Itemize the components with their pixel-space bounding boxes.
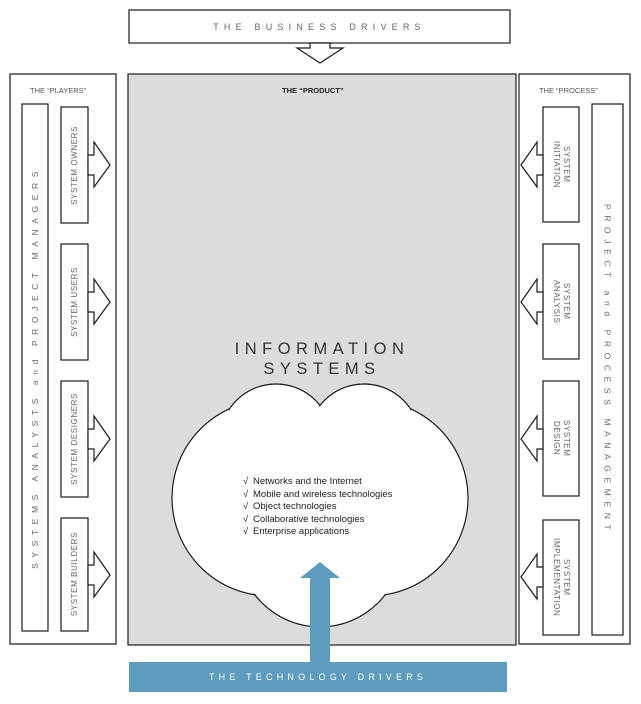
process-side-box <box>591 103 624 636</box>
phase-initiation-line1: SYSTEM <box>562 146 571 183</box>
phase-implementation-line2: IMPLEMENTATION <box>552 538 561 617</box>
list-item: √ Mobile and wireless technologies <box>243 489 392 502</box>
list-item: √ Networks and the Internet <box>243 476 392 489</box>
list-item: √ Enterprise applications <box>243 526 392 539</box>
technology-drivers-arrow <box>300 562 340 662</box>
role-users-box: SYSTEM USERS <box>61 244 88 360</box>
role-owners-box: SYSTEM OWNERS <box>61 107 88 223</box>
phase-implementation <box>520 519 580 636</box>
role-designers-box: SYSTEM DESIGNERS <box>61 381 88 497</box>
role-owners <box>60 106 111 224</box>
list-item-text: Enterprise applications <box>253 526 350 537</box>
title-line-2: SYSTEMS <box>263 360 381 378</box>
phase-analysis <box>520 243 580 360</box>
role-users-label: SYSTEM USERS <box>69 267 79 337</box>
phase-design <box>520 380 580 497</box>
business-drivers-label: THE BUSINESS DRIVERS <box>213 21 426 32</box>
phase-analysis-line2: ANALYSIS <box>552 279 561 324</box>
process-side-label: PROJECT and PROCESS MANAGEMENT <box>602 203 613 536</box>
process-header: THE “PROCESS” <box>539 86 598 95</box>
business-drivers-arrow <box>294 42 346 64</box>
process-side-label-box: PROJECT and PROCESS MANAGEMENT <box>592 104 623 635</box>
role-builders <box>60 517 111 632</box>
phase-design-line2: DESIGN <box>552 421 561 456</box>
product-header: THE “PRODUCT” <box>282 86 344 95</box>
phase-analysis-line1: SYSTEM <box>562 283 571 320</box>
technology-list: √ Networks and the Internet √ Mobile and w… <box>243 476 392 539</box>
role-owners-label: SYSTEM OWNERS <box>69 125 79 205</box>
checkmark-icon: √ <box>243 513 249 525</box>
list-item: √ Collaborative technologies <box>243 514 392 527</box>
list-item-text: Mobile and wireless technologies <box>253 488 393 500</box>
role-designers-label: SYSTEM DESIGNERS <box>69 393 79 485</box>
role-designers <box>60 380 111 498</box>
role-builders-box: SYSTEM BUILDERS <box>61 518 88 631</box>
players-side-label-box: SYSTEMS ANALYSTS and PROJECT MANAGERS <box>22 104 48 631</box>
phase-initiation-line2: INITIATION <box>552 140 561 189</box>
players-header: THE “PLAYERS” <box>30 86 87 95</box>
list-item: √ Object technologies <box>243 501 392 514</box>
role-users <box>60 243 111 361</box>
checkmark-icon: √ <box>243 526 249 537</box>
players-side-label: SYSTEMS ANALYSTS and PROJECT MANAGERS <box>30 166 40 569</box>
list-item-text: Collaborative technologies <box>253 513 365 525</box>
title-line-1: INFORMATION <box>234 340 410 358</box>
role-builders-label: SYSTEM BUILDERS <box>69 532 79 617</box>
information-systems-title: INFORMATION SYSTEMS <box>128 339 516 379</box>
players-side-box <box>21 103 49 632</box>
checkmark-icon: √ <box>243 488 249 500</box>
technology-drivers-bar <box>129 662 507 692</box>
technology-drivers-label: THE TECHNOLOGY DRIVERS <box>208 672 428 682</box>
list-item-text: Networks and the Internet <box>253 476 362 487</box>
phase-implementation-line1: SYSTEM <box>562 559 571 596</box>
checkmark-icon: √ <box>243 476 249 487</box>
list-item-text: Object technologies <box>253 501 337 512</box>
phase-design-line1: SYSTEM <box>562 420 571 457</box>
checkmark-icon: √ <box>243 501 249 512</box>
phase-initiation <box>520 106 580 223</box>
business-drivers-box <box>128 9 511 44</box>
